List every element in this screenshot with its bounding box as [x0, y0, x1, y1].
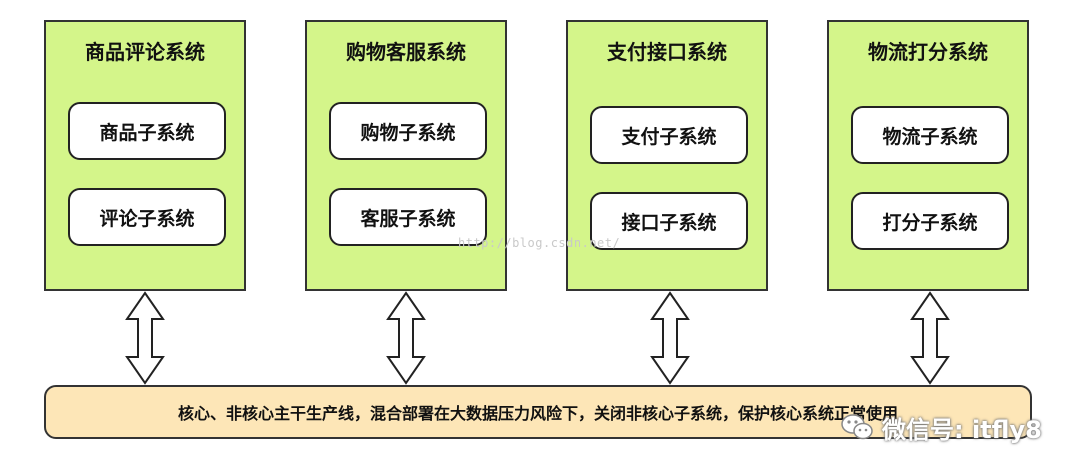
double-headed-arrow-icon — [910, 291, 950, 385]
system-box-1: 商品评论系统 商品子系统 评论子系统 — [44, 20, 246, 291]
double-headed-arrow-icon — [386, 291, 426, 385]
system-box-3: 支付接口系统 支付子系统 接口子系统 — [566, 20, 768, 291]
system-title: 商品评论系统 — [85, 40, 205, 64]
bottom-bar-text: 核心、非核心主干生产线，混合部署在大数据压力风险下，关闭非核心子系统，保护核心系… — [177, 404, 898, 423]
system-title: 支付接口系统 — [607, 40, 727, 64]
system-box-2: 购物客服系统 购物子系统 客服子系统 — [305, 20, 507, 291]
url-watermark: http://blog.csdn.net/ — [458, 236, 621, 250]
system-title: 物流打分系统 — [868, 40, 988, 64]
system-title: 购物客服系统 — [346, 40, 466, 64]
subsystem-box: 接口子系统 — [590, 192, 748, 250]
subsystem-box: 打分子系统 — [851, 192, 1009, 250]
subsystem-box: 支付子系统 — [590, 106, 748, 164]
subsystem-box: 物流子系统 — [851, 106, 1009, 164]
subsystem-box: 商品子系统 — [68, 102, 226, 160]
wechat-watermark: 微信号: itfly8 — [840, 409, 1042, 445]
system-box-4: 物流打分系统 物流子系统 打分子系统 — [827, 20, 1029, 291]
wechat-icon — [841, 414, 873, 440]
subsystem-box: 购物子系统 — [329, 102, 487, 160]
subsystem-box: 评论子系统 — [68, 188, 226, 246]
wechat-id-text: 微信号: itfly8 — [882, 415, 1042, 444]
subsystem-box: 客服子系统 — [329, 188, 487, 246]
double-headed-arrow-icon — [125, 291, 165, 385]
double-headed-arrow-icon — [650, 291, 690, 385]
